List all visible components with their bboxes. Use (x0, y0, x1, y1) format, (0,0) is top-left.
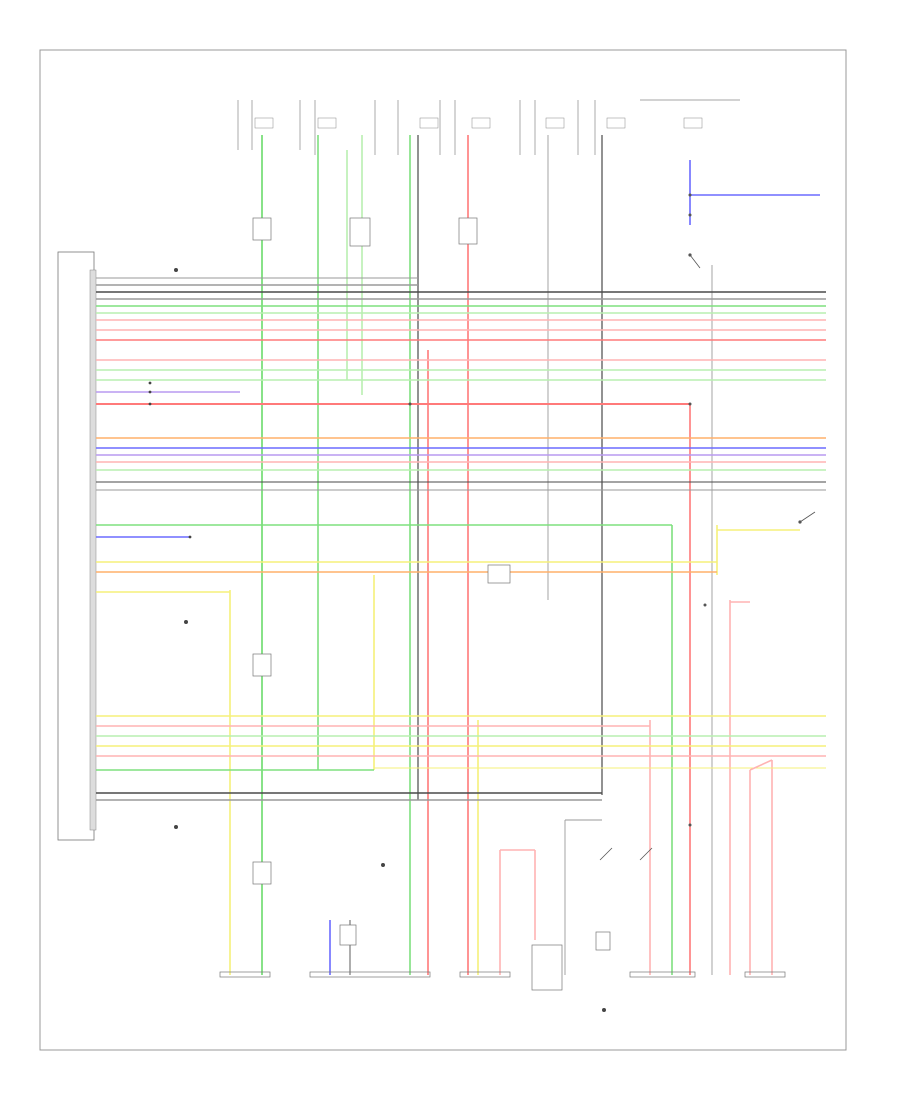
splice-points (408, 193, 707, 827)
horizontal-wires (96, 194, 826, 851)
switch-symbols (599, 253, 816, 861)
vertical-wires (229, 135, 773, 975)
ecu-connector (57, 251, 97, 841)
relay-symbols (219, 217, 786, 991)
ground-symbols (148, 268, 606, 1012)
fuse-block-top (237, 99, 740, 155)
page-border (39, 49, 847, 1051)
